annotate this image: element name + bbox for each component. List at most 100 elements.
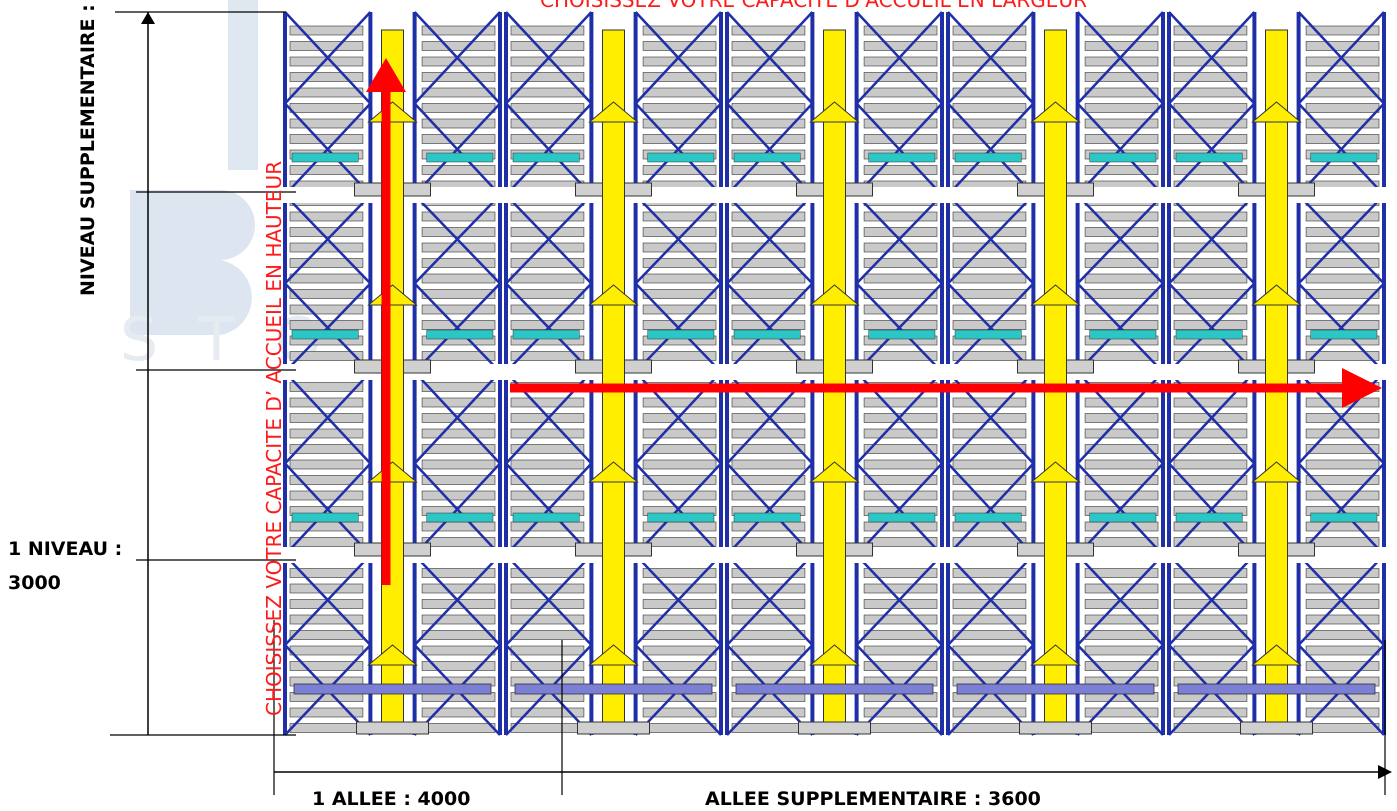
tray — [733, 512, 801, 523]
shelf-left — [731, 444, 806, 454]
shelf-right — [1084, 661, 1159, 671]
shelf-left — [952, 428, 1027, 439]
shelf-right — [642, 72, 717, 82]
rack-brace — [284, 194, 372, 285]
shelf-right — [1305, 614, 1380, 625]
shelf-left — [289, 537, 364, 547]
shelf-right — [863, 273, 938, 284]
shelf-left — [289, 490, 364, 501]
rack-brace — [505, 462, 593, 556]
shelf-left — [731, 351, 806, 361]
shelf-left — [952, 614, 1027, 625]
shelf-right — [421, 614, 496, 625]
mast-head — [588, 284, 639, 306]
mast-head — [1251, 644, 1302, 666]
mast-head — [588, 644, 639, 666]
shelf-right — [421, 211, 496, 222]
shelf-left — [731, 475, 806, 485]
shelf-left — [952, 723, 1027, 733]
mast-head — [367, 644, 418, 666]
shelf-right — [1084, 583, 1159, 594]
mast-head — [1251, 284, 1302, 306]
mast-head — [1251, 101, 1302, 123]
shelf-right — [863, 459, 938, 470]
shelf-right — [1305, 583, 1380, 594]
tray — [954, 512, 1022, 523]
shelf-left — [731, 258, 806, 268]
tray — [647, 512, 715, 523]
shelf-right — [1305, 521, 1380, 532]
rack-brace — [505, 102, 593, 196]
shelf-right — [1305, 211, 1380, 222]
rack-brace — [855, 554, 943, 646]
shelf-right — [1084, 351, 1159, 361]
shelf-left — [731, 490, 806, 501]
shelf-right — [421, 583, 496, 594]
shelf-left — [952, 459, 1027, 470]
shelf-left — [952, 134, 1027, 144]
tray — [647, 152, 715, 163]
rack-brace — [947, 102, 1035, 196]
shelf-right — [1305, 25, 1380, 36]
nanoload-mast — [823, 29, 846, 729]
shelf-left — [510, 227, 585, 237]
shelf-right — [642, 645, 717, 656]
rack-brace — [413, 102, 501, 196]
shelf-right — [863, 289, 938, 299]
shelf-left — [289, 351, 364, 361]
shelf-left — [510, 521, 585, 532]
shelf-right — [1305, 459, 1380, 470]
shelf-right — [421, 397, 496, 408]
shelf-left — [1173, 87, 1248, 98]
mast-head — [1030, 461, 1081, 483]
shelf-left — [731, 103, 806, 113]
shelf-right — [863, 87, 938, 98]
shelf-right — [421, 723, 496, 733]
tray — [512, 329, 580, 340]
rack-brace — [855, 282, 943, 373]
rack-brace — [413, 371, 501, 465]
shelf-right — [1305, 304, 1380, 315]
shelf-right — [421, 304, 496, 315]
mast-head — [1030, 644, 1081, 666]
shelf-right — [1084, 521, 1159, 532]
rack-brace — [634, 462, 722, 556]
rack-brace — [634, 11, 722, 105]
mast-head — [809, 284, 860, 306]
shelf-right — [1084, 87, 1159, 98]
shelf-right — [421, 459, 496, 470]
shelf-left — [1173, 568, 1248, 578]
shelf-right — [642, 537, 717, 547]
shelf-right — [863, 568, 938, 578]
shelf-right — [1084, 459, 1159, 470]
shelf-right — [642, 242, 717, 253]
tray — [954, 152, 1022, 163]
shelf-left — [1173, 630, 1248, 640]
shelf-right — [1305, 258, 1380, 268]
rack-brace — [1076, 462, 1164, 556]
rack-brace — [726, 11, 814, 105]
shelf-right — [421, 118, 496, 129]
shelf-left — [731, 165, 806, 175]
mast-head — [1030, 101, 1081, 123]
shelf-left — [1173, 661, 1248, 671]
shelf-left — [289, 614, 364, 625]
shelf-right — [421, 242, 496, 253]
shelf-left — [952, 568, 1027, 578]
shelf-left — [510, 351, 585, 361]
shelf-right — [863, 258, 938, 268]
shelf-left — [510, 289, 585, 299]
shelf-right — [421, 25, 496, 36]
shelf-right — [863, 211, 938, 222]
shelf-right — [863, 428, 938, 439]
base-rail — [514, 683, 713, 695]
shelf-right — [421, 258, 496, 268]
shelf-left — [289, 428, 364, 439]
rack-brace — [947, 11, 1035, 105]
shelf-left — [731, 537, 806, 547]
shelf-left — [952, 273, 1027, 284]
shelf-left — [1173, 428, 1248, 439]
shelf-left — [952, 630, 1027, 640]
